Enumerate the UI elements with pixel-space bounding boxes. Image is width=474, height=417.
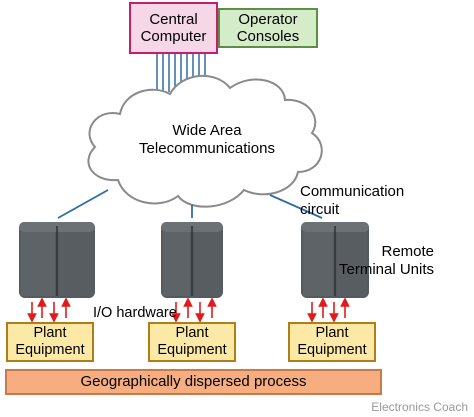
watermark: Electronics Coach bbox=[371, 400, 468, 414]
operator-consoles-label: Operator Consoles bbox=[236, 10, 300, 45]
remote-terminal-unit bbox=[301, 222, 369, 298]
communication-circuit-label: Communication circuit bbox=[300, 183, 405, 218]
computer-cloud-links bbox=[156, 54, 206, 92]
io-arrows bbox=[27, 297, 350, 323]
plant-equipment-label: Plant Equipment bbox=[15, 325, 85, 358]
plant-equipment-label: Plant Equipment bbox=[297, 325, 367, 358]
central-computer-label: Central Computer bbox=[140, 10, 207, 45]
central-computer-box: Central Computer bbox=[129, 2, 218, 54]
remote-terminal-unit bbox=[161, 222, 223, 298]
cloud-label: Wide Area Telecommunications bbox=[139, 122, 275, 157]
plant-equipment-box: Plant Equipment bbox=[6, 322, 94, 362]
cloud-rtu-links bbox=[57, 189, 323, 219]
remote-terminal-unit bbox=[19, 222, 95, 298]
plant-equipment-box: Plant Equipment bbox=[288, 322, 376, 362]
cloud-shape bbox=[87, 75, 323, 208]
plant-equipment-box: Plant Equipment bbox=[148, 322, 236, 362]
plant-equipment-label: Plant Equipment bbox=[157, 325, 227, 358]
remote-terminal-units-label: Remote Terminal Units bbox=[339, 243, 435, 278]
operator-consoles-box: Operator Consoles bbox=[218, 8, 318, 48]
io-hardware-label: I/O hardware bbox=[93, 305, 177, 321]
dispersed-process-label: Geographically dispersed process bbox=[80, 373, 307, 391]
dispersed-process-bar: Geographically dispersed process bbox=[5, 369, 382, 395]
